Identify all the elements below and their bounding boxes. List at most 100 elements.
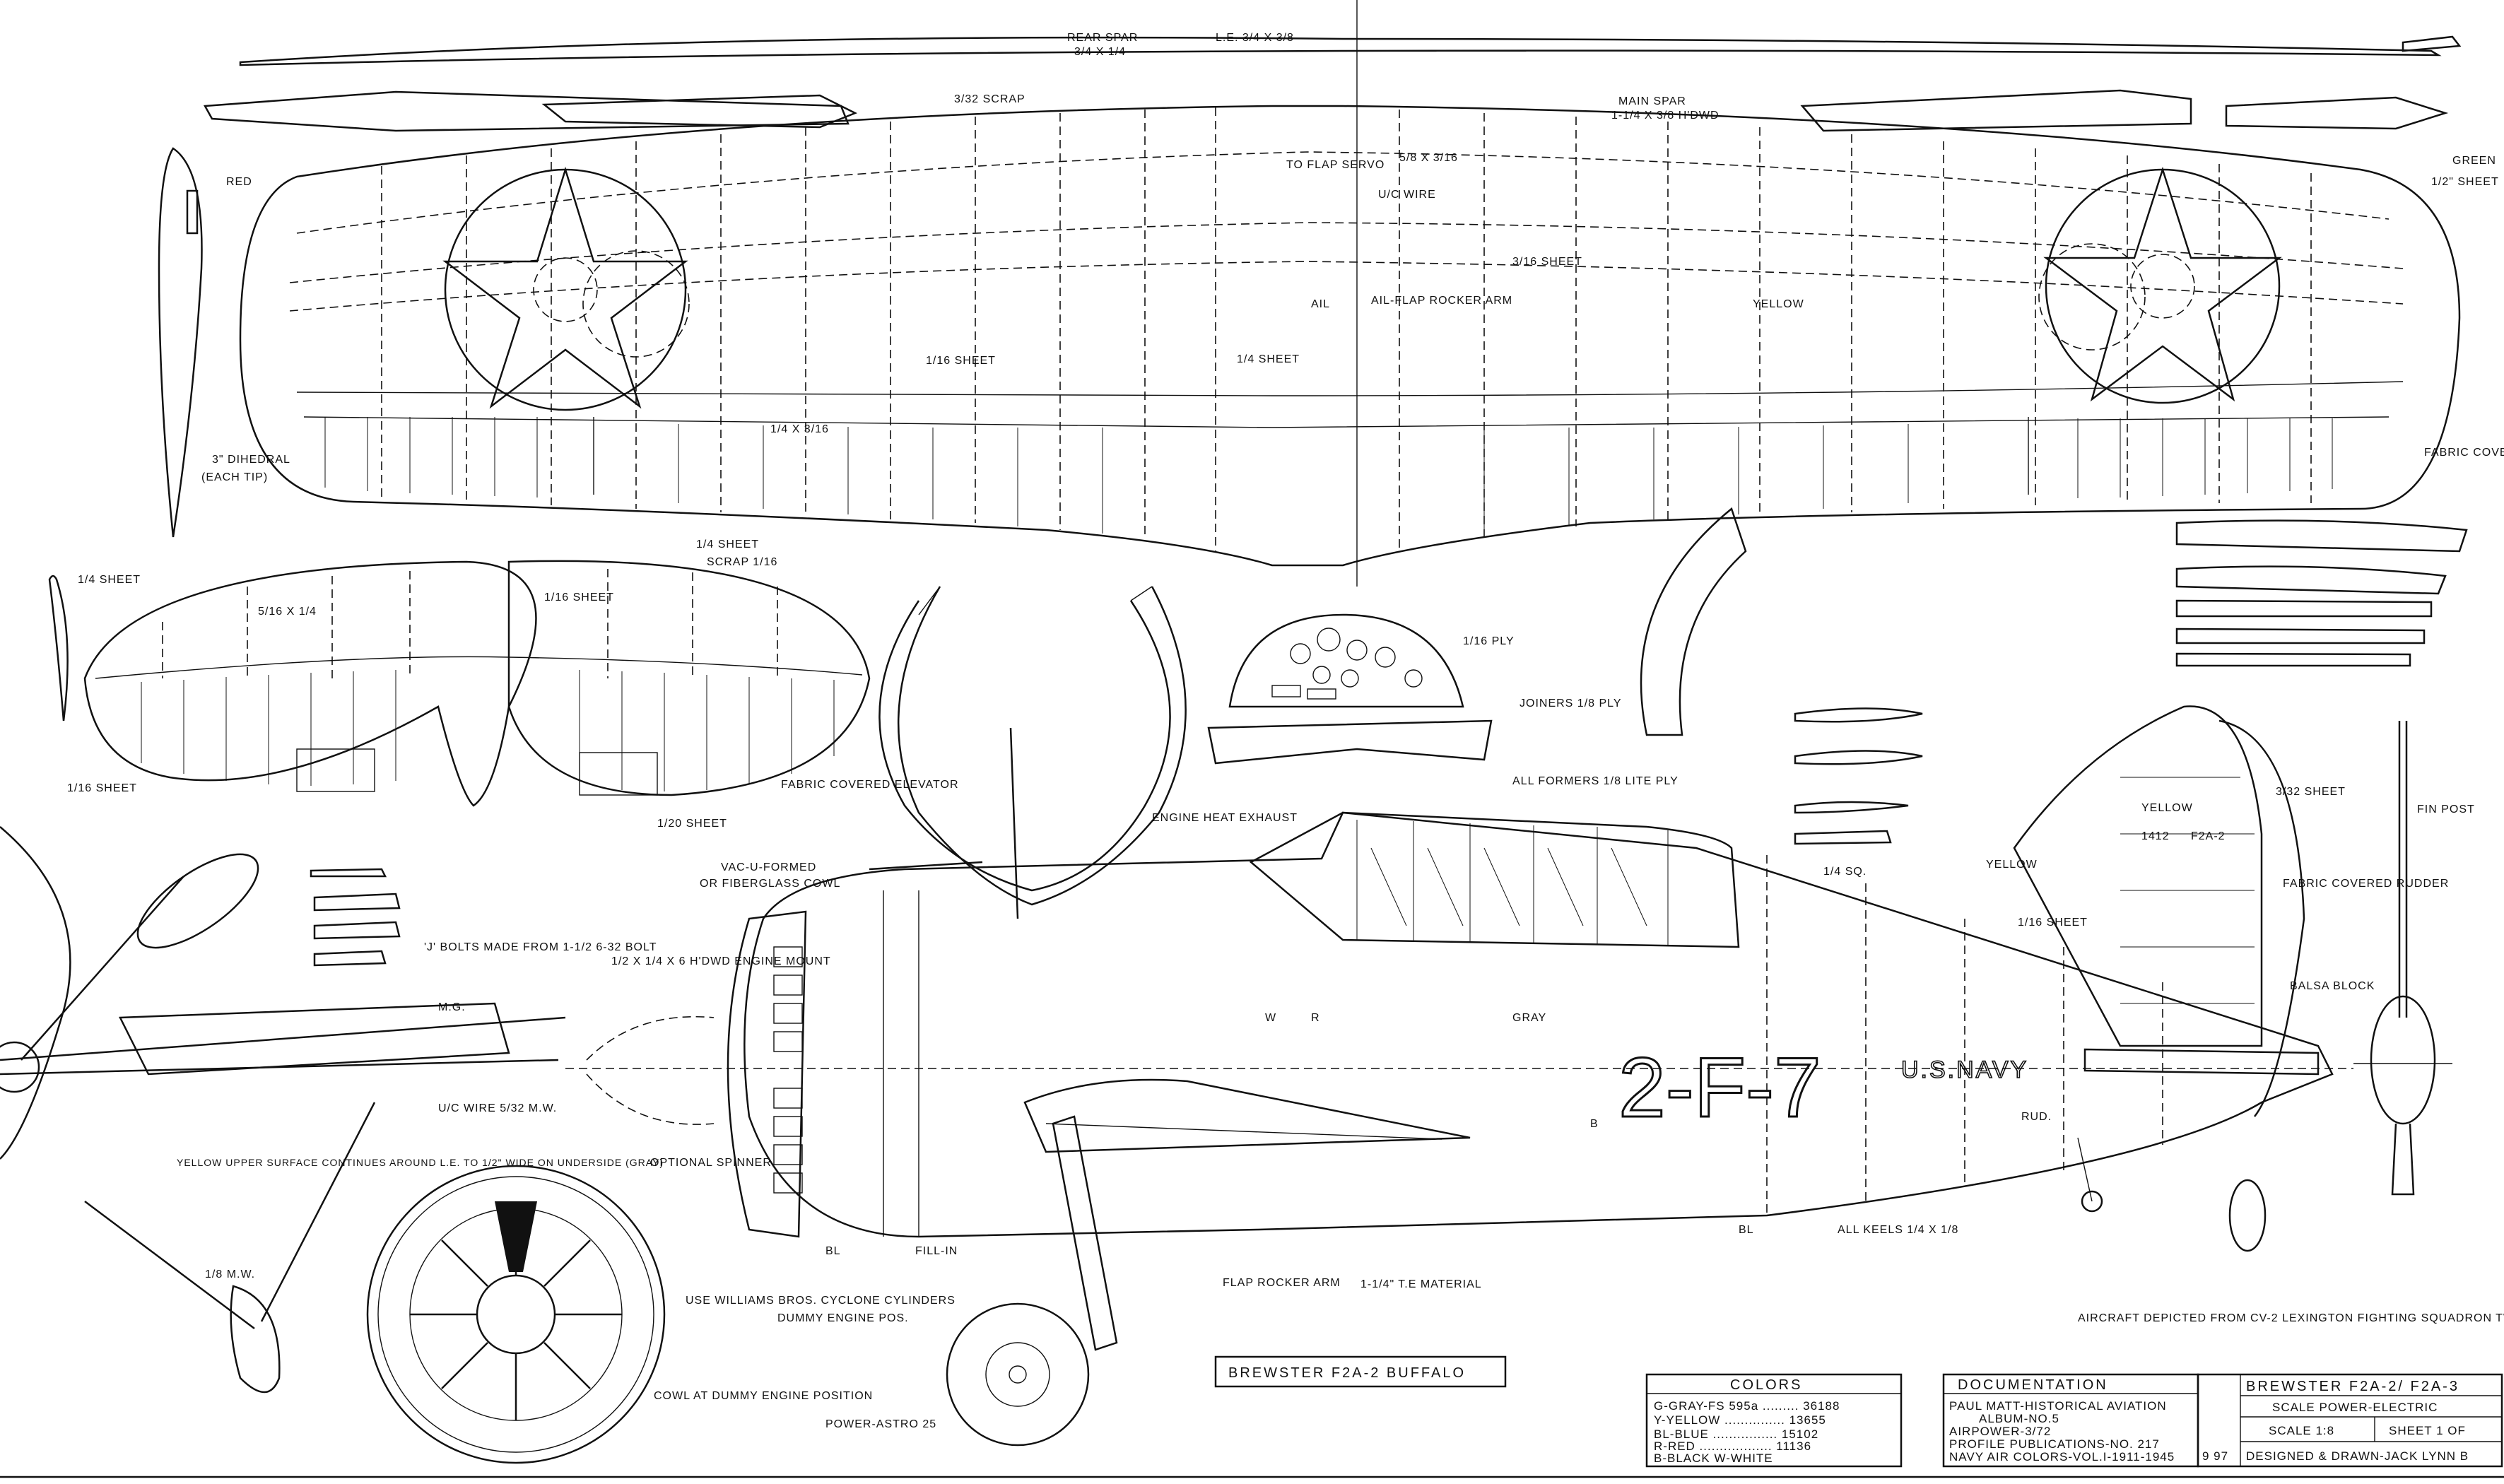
label-dummy-engine: DUMMY ENGINE POS. [777, 1312, 909, 1324]
wing-section-profile [48, 147, 203, 722]
label-bl-rear: BL [1739, 1224, 1754, 1236]
label-model-on-tail: F2A-2 [2191, 830, 2226, 842]
label-rear-spar: REAR SPAR [1067, 32, 1138, 44]
documentation-box: DOCUMENTATION PAUL MATT-HISTORICAL AVIAT… [1942, 1373, 2199, 1468]
label-3-16-sheet: 3/16 SHEET [1512, 256, 1582, 268]
label-fabric-covered: FABRIC COVERED [2424, 447, 2504, 459]
label-flap-rocker-arm: FLAP ROCKER ARM [1223, 1277, 1341, 1289]
documentation-line-1: PAUL MATT-HISTORICAL AVIATION [1949, 1399, 2167, 1413]
label-w-marker: W [1265, 1012, 1276, 1024]
documentation-line-4: PROFILE PUBLICATIONS-NO. 217 [1949, 1437, 2160, 1451]
label-bolts: 'J' BOLTS MADE FROM 1-1/2 6-32 BOLT [424, 941, 657, 953]
colors-line-4: R-RED .................. 11136 [1654, 1439, 1811, 1453]
label-5-8x3-16: 5/8 X 3/16 [1399, 152, 1458, 164]
cowl-ring-section [878, 586, 1187, 906]
colors-line-3: BL-BLUE ................ 15102 [1654, 1427, 1818, 1441]
label-red: RED [226, 176, 252, 188]
label-1-16-sheet-small: 1/16 SHEET [67, 782, 137, 794]
label-half-inch-sheet: 1/2" SHEET [2431, 176, 2499, 188]
label-dihedral: 3" DIHEDRAL [212, 454, 290, 466]
label-fill-in: FILL-IN [915, 1245, 958, 1257]
colors-line-2: Y-YELLOW ............... 13655 [1654, 1413, 1826, 1427]
label-gray: GRAY [1512, 1012, 1546, 1024]
title-block-scale: SCALE 1:8 [2269, 1424, 2334, 1437]
fuselage-code: 2-F-7 [1618, 1040, 1821, 1135]
label-1-20-sheet: 1/20 SHEET [657, 818, 727, 830]
label-optional-spinner: OPTIONAL SPINNER [650, 1157, 772, 1169]
label-yellow-tail: YELLOW [1986, 859, 2038, 871]
label-green: GREEN [2452, 155, 2496, 167]
engine-front-view [366, 1165, 666, 1464]
label-stab-1-16-sheet: 1/16 SHEET [544, 591, 614, 603]
title-block-title: BREWSTER F2A-2/ F2A-3 [2246, 1379, 2459, 1394]
label-balsa-block: BALSA BLOCK [2290, 980, 2375, 992]
label-yellow-wing: YELLOW [1753, 298, 1804, 310]
label-uc-wire-size: U/C WIRE 5/32 M.W. [438, 1102, 557, 1114]
label-uc-wire: U/C WIRE [1378, 189, 1436, 201]
label-fabric-covered-elevator: FABRIC COVERED ELEVATOR [781, 779, 959, 791]
colors-line-1: G-GRAY-FS 595a ......... 36188 [1654, 1399, 1840, 1413]
fuselage-side-view [565, 705, 2353, 1447]
documentation-line-3: AIRPOWER-3/72 [1949, 1425, 2051, 1438]
title-block-sheet: SHEET 1 OF [2389, 1424, 2466, 1437]
label-b-marker: B [1590, 1118, 1599, 1130]
label-1-4-sq: 1/4 SQ. [1823, 866, 1867, 878]
label-vac-formed: VAC-U-FORMED [721, 861, 816, 873]
label-ail: AIL [1311, 298, 1330, 310]
label-aircraft-depicted: AIRCRAFT DEPICTED FROM CV-2 LEXINGTON FI… [2078, 1312, 2504, 1324]
label-rud: RUD. [2021, 1111, 2052, 1123]
label-bl-front: BL [825, 1245, 841, 1257]
label-1-16-sheet-wing: 1/16 SHEET [926, 355, 996, 367]
label-1-16-ply: 1/16 PLY [1463, 635, 1515, 647]
title-block-designer: DESIGNED & DRAWN-JACK LYNN B [2246, 1449, 2469, 1463]
label-mg: M.G. [438, 1001, 466, 1013]
label-1-4x3-16: 1/4 X 3/16 [770, 423, 829, 435]
label-leading-edge: L.E. 3/4 X 3/8 [1216, 32, 1294, 44]
title-block: BREWSTER F2A-2/ F2A-3 SCALE POWER-ELECTR… [2197, 1373, 2503, 1468]
label-all-keels: ALL KEELS 1/4 X 1/8 [1838, 1224, 1958, 1236]
documentation-heading: DOCUMENTATION [1958, 1377, 2108, 1393]
label-main-spar-size: 1-1/4 X 3/8 H'DWD [1611, 110, 1720, 122]
tail-front-view [2228, 721, 2452, 1252]
title-block-subtitle: SCALE POWER-ELECTRIC [2272, 1401, 2438, 1414]
fuselage-cross-section [1640, 507, 1747, 736]
label-each-tip: (EACH TIP) [201, 471, 268, 483]
annotations: REAR SPAR 3/4 X 1/4 L.E. 3/4 X 3/8 3/32 … [67, 32, 2504, 1430]
label-serial: 1412 [2141, 830, 2170, 842]
label-rear-spar-size: 3/4 X 1/4 [1074, 46, 1126, 58]
label-1-8-mw: 1/8 M.W. [205, 1268, 255, 1280]
part-templates [310, 519, 2468, 967]
label-yellow-fin: YELLOW [2141, 802, 2193, 814]
label-scrap-1-16: SCRAP 1/16 [707, 556, 777, 568]
colors-line-5: B-BLACK W-WHITE [1654, 1451, 1773, 1465]
label-stab-1-4-sheet: 1/4 SHEET [696, 538, 759, 550]
label-yellow-upper: YELLOW UPPER SURFACE CONTINUES AROUND L.… [177, 1157, 664, 1168]
label-joiners: JOINERS 1/8 PLY [1520, 697, 1622, 709]
label-to-flap-servo: TO FLAP SERVO [1286, 159, 1385, 171]
documentation-line-5: NAVY AIR COLORS-VOL.I-1911-1945 [1949, 1450, 2175, 1464]
label-3-32-sheet: 3/32 SHEET [2276, 786, 2346, 798]
label-1-4-sheet-wing: 1/4 SHEET [1237, 353, 1300, 365]
label-ail-flap-rocker: AIL-FLAP ROCKER ARM [1371, 295, 1512, 307]
documentation-line-2: ALBUM-NO.5 [1979, 1412, 2059, 1425]
label-5-16x1-4: 5/16 X 1/4 [258, 606, 317, 618]
label-te-material: 1-1/4" T.E MATERIAL [1360, 1278, 1482, 1290]
colors-heading: COLORS [1730, 1377, 1802, 1393]
label-cowl-dummy: COWL AT DUMMY ENGINE POSITION [654, 1390, 873, 1402]
label-fiberglass-cowl: OR FIBERGLASS COWL [700, 878, 840, 890]
label-power: POWER-ASTRO 25 [825, 1418, 936, 1430]
label-engine-heat-exhaust: ENGINE HEAT EXHAUST [1152, 812, 1298, 824]
label-use-williams: USE WILLIAMS BROS. CYCLONE CYLINDERS [686, 1295, 956, 1307]
label-1-16-sheet-fuse: 1/16 SHEET [2018, 917, 2088, 929]
title-box-text: BREWSTER F2A-2 BUFFALO [1228, 1365, 1466, 1381]
title-label-box: BREWSTER F2A-2 BUFFALO [1214, 1355, 1507, 1388]
label-stab-1-4-sheet-left: 1/4 SHEET [78, 574, 141, 586]
label-fin-post: FIN POST [2417, 803, 2475, 815]
stabilizer-planform [83, 560, 871, 807]
label-main-spar: MAIN SPAR [1618, 95, 1686, 107]
instrument-panel [1207, 613, 1493, 765]
propeller-and-gear [0, 826, 566, 1394]
label-fabric-covered-rudder: FABRIC COVERED RUDDER [2283, 878, 2449, 890]
label-hwd-engine-mount: 1/2 X 1/4 X 6 H'DWD ENGINE MOUNT [611, 955, 831, 967]
